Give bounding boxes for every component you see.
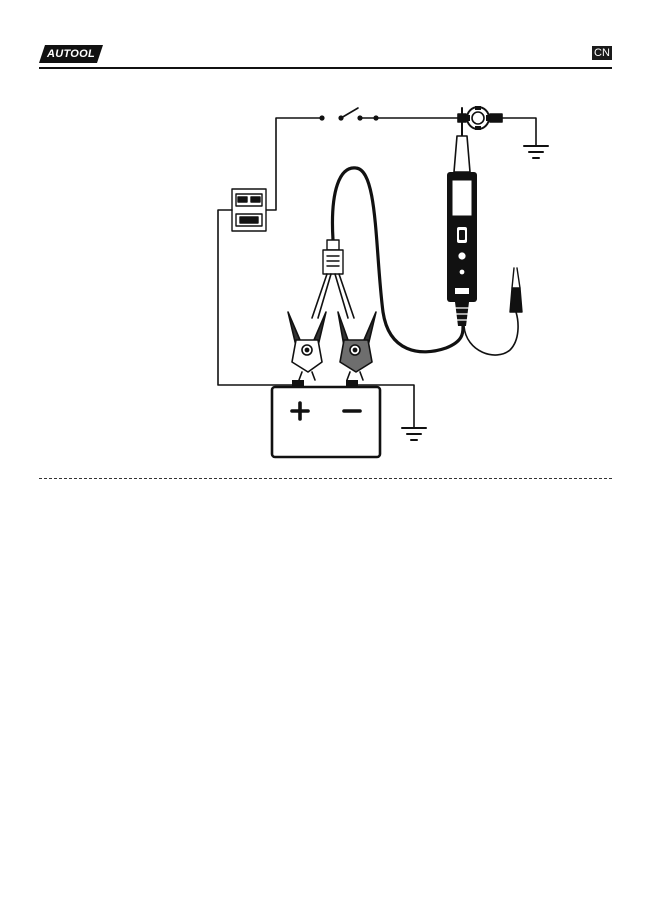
bulb-icon <box>458 106 536 146</box>
probe-cable <box>332 168 463 352</box>
top-circuit-wire <box>266 108 460 210</box>
section-divider <box>39 478 612 479</box>
fuse-box-icon <box>232 189 266 231</box>
negative-clamp-icon <box>338 312 376 380</box>
power-probe-icon <box>447 108 477 326</box>
positive-clamp-icon <box>288 312 326 380</box>
cable-connector-icon <box>312 240 354 318</box>
ground-lead <box>464 312 518 355</box>
alligator-clip-icon <box>510 268 522 312</box>
left-wire <box>218 210 292 385</box>
ground-icon-lower <box>402 428 426 440</box>
ground-icon-upper <box>524 146 548 158</box>
battery-icon <box>272 380 380 457</box>
